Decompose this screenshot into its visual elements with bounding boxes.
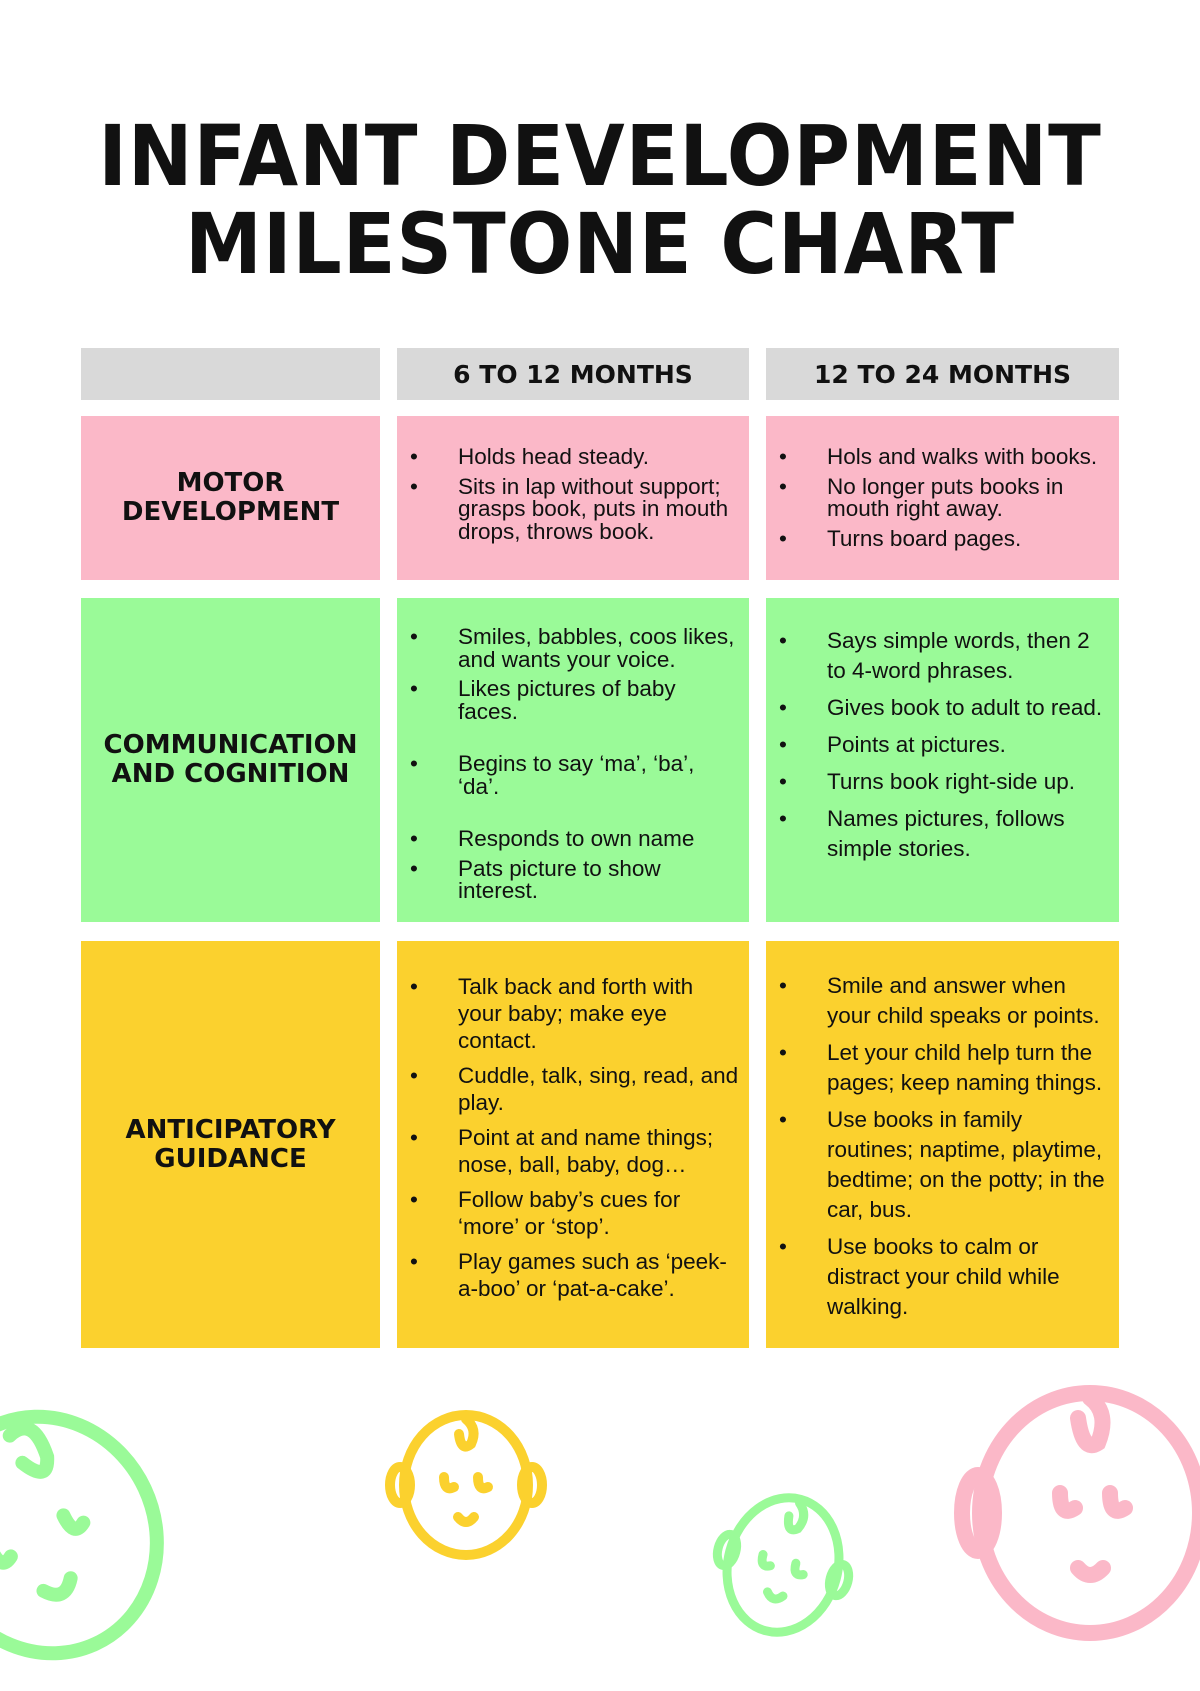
list-item: Talk back and forth with your baby; make… bbox=[410, 973, 739, 1054]
milestone-list: Talk back and forth with your baby; make… bbox=[397, 973, 749, 1302]
list-item: Turns board pages. bbox=[779, 527, 1109, 551]
communication-6-12-cell: Smiles, babbles, coos likes, and wants y… bbox=[397, 598, 749, 922]
row-label-communication: COMMUNICATION AND COGNITION bbox=[81, 598, 380, 922]
list-item: Hols and walks with books. bbox=[779, 445, 1109, 469]
list-item: Cuddle, talk, sing, read, and play. bbox=[410, 1062, 739, 1116]
list-item: No longer puts books in mouth right away… bbox=[779, 475, 1109, 521]
row-label-text: MOTOR DEVELOPMENT bbox=[121, 468, 340, 527]
baby-face-icon bbox=[712, 1493, 854, 1637]
title-line-2: MILESTONE CHART bbox=[185, 195, 1015, 293]
header-6-12-months: 6 TO 12 MONTHS bbox=[397, 348, 749, 400]
list-item: Pats picture to show interest. bbox=[410, 857, 739, 903]
baby-face-icon bbox=[0, 1409, 164, 1661]
milestone-list: Says simple words, then 2 to 4-word phra… bbox=[766, 626, 1119, 864]
list-item: Use books in family routines; naptime, p… bbox=[779, 1105, 1109, 1225]
list-item: Responds to own name bbox=[410, 827, 739, 851]
list-item: Gives book to adult to read. bbox=[779, 693, 1109, 723]
header-blank bbox=[81, 348, 380, 400]
page-title: INFANT DEVELOPMENT MILESTONE CHART bbox=[48, 112, 1152, 288]
title-line-1: INFANT DEVELOPMENT bbox=[98, 107, 1102, 205]
motor-12-24-cell: Hols and walks with books. No longer put… bbox=[766, 416, 1119, 580]
row-label-text: ANTICIPATORY GUIDANCE bbox=[125, 1114, 336, 1174]
milestone-list: Hols and walks with books. No longer put… bbox=[766, 445, 1119, 551]
list-item: Play games such as ‘peek-a-boo’ or ‘pat-… bbox=[410, 1248, 739, 1302]
row-label-motor: MOTOR DEVELOPMENT bbox=[81, 416, 380, 580]
list-item: Turns book right-side up. bbox=[779, 767, 1109, 797]
header-12-24-months: 12 TO 24 MONTHS bbox=[766, 348, 1119, 400]
list-item: Let your child help turn the pages; keep… bbox=[779, 1038, 1109, 1098]
communication-12-24-cell: Says simple words, then 2 to 4-word phra… bbox=[766, 598, 1119, 922]
list-item: Follow baby’s cues for ‘more’ or ‘stop’. bbox=[410, 1186, 739, 1240]
list-item: Point at and name things; nose, ball, ba… bbox=[410, 1124, 739, 1178]
row-label-guidance: ANTICIPATORY GUIDANCE bbox=[81, 941, 380, 1348]
list-item: Smiles, babbles, coos likes, and wants y… bbox=[410, 625, 739, 671]
baby-face-icon bbox=[954, 1385, 1200, 1641]
list-item: Use books to calm or distract your child… bbox=[779, 1232, 1109, 1322]
milestone-list: Holds head steady. Sits in lap without s… bbox=[397, 445, 749, 544]
list-item: Smile and answer when your child speaks … bbox=[779, 971, 1109, 1031]
list-item: Holds head steady. bbox=[410, 445, 739, 469]
list-item: Names pictures, follows simple stories. bbox=[779, 804, 1109, 864]
baby-face-icon bbox=[385, 1410, 547, 1560]
list-item: Begins to say ‘ma’, ‘ba’, ‘da’. bbox=[410, 752, 739, 798]
list-item: Sits in lap without support; grasps book… bbox=[410, 475, 739, 544]
list-item: Says simple words, then 2 to 4-word phra… bbox=[779, 626, 1109, 686]
guidance-6-12-cell: Talk back and forth with your baby; make… bbox=[397, 941, 749, 1348]
milestone-list: Smiles, babbles, coos likes, and wants y… bbox=[397, 625, 749, 903]
milestone-list: Smile and answer when your child speaks … bbox=[766, 971, 1119, 1322]
guidance-12-24-cell: Smile and answer when your child speaks … bbox=[766, 941, 1119, 1348]
motor-6-12-cell: Holds head steady. Sits in lap without s… bbox=[397, 416, 749, 580]
list-item: Likes pictures of baby faces. bbox=[410, 677, 739, 723]
baby-faces-decoration bbox=[0, 1385, 1200, 1661]
row-label-text: COMMUNICATION AND COGNITION bbox=[103, 730, 358, 789]
list-item: Points at pictures. bbox=[779, 730, 1109, 760]
